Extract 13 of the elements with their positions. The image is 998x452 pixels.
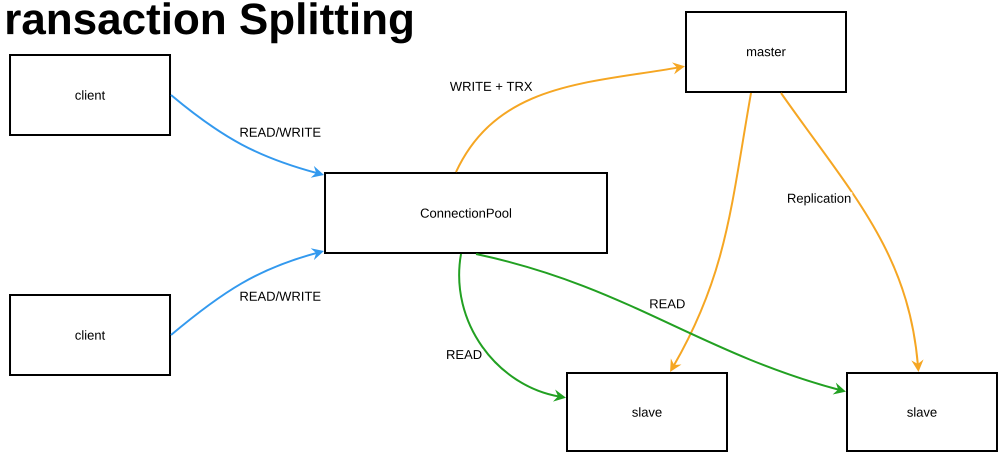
edge-label: READ [445, 349, 484, 360]
edge-label: READ/WRITE [238, 126, 322, 138]
server-box: client [9, 54, 172, 136]
edge-label: READ/WRITE [238, 290, 322, 302]
edge-label: READ [648, 298, 686, 310]
server-box: ConnectionPool [324, 172, 608, 254]
server-box: master [685, 11, 847, 93]
edge-label: Replication [786, 192, 852, 206]
server-box: slave [566, 372, 728, 452]
title: ransaction Splitting [7, 2, 412, 44]
server-box: slave [846, 372, 998, 452]
server-box: client [9, 294, 172, 376]
edge-label: WRITE + TRX [448, 80, 534, 92]
